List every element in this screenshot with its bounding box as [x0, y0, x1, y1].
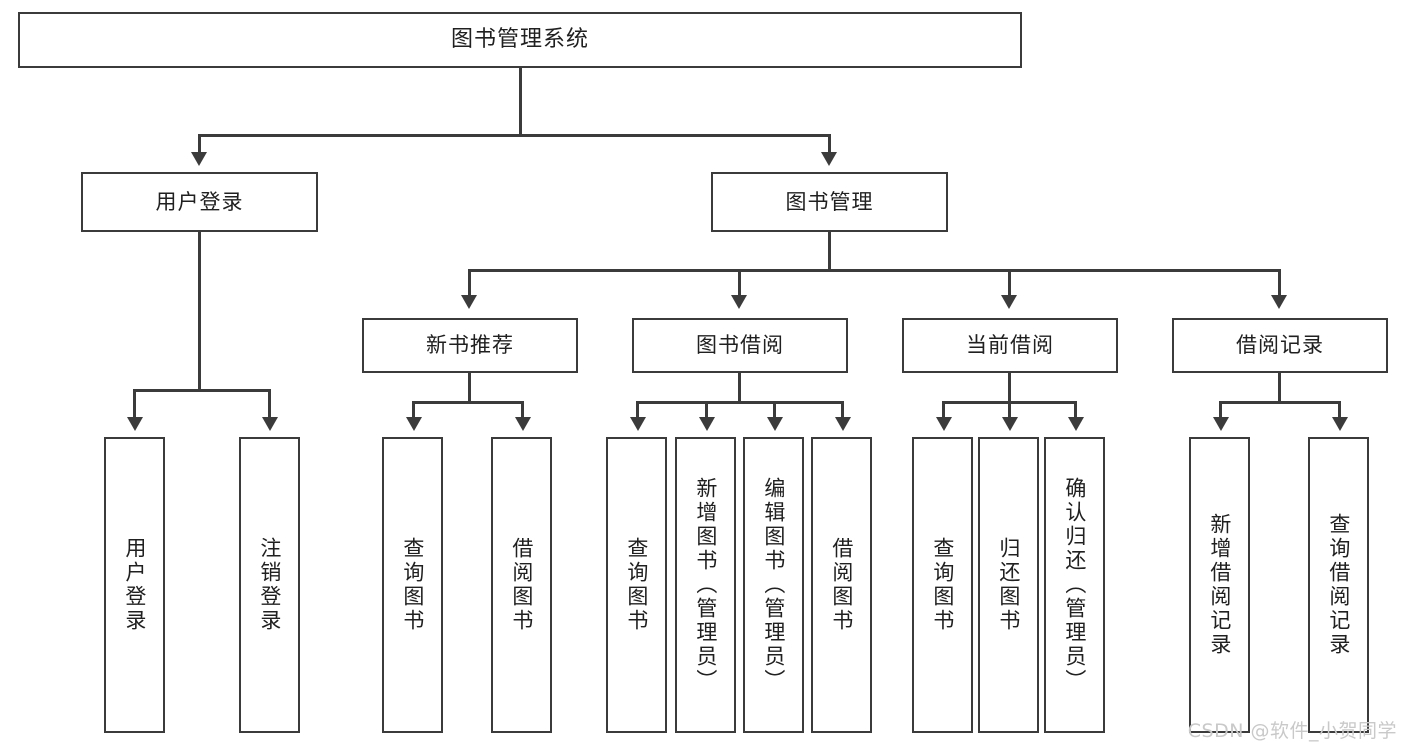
edge-borrow-to-l2: [705, 401, 708, 417]
leaf-borrow-book[interactable]: 借阅图书: [811, 437, 872, 733]
arrowhead-newbook-l2: [515, 417, 531, 431]
edge-newbook-down: [468, 373, 471, 403]
leaf-logout[interactable]: 注销登录: [239, 437, 300, 733]
edge-current-to-l3: [1074, 401, 1077, 417]
node-label: 图书管理系统: [450, 27, 589, 53]
node-label: 查询图书: [400, 537, 425, 633]
node-label: 当前借阅: [966, 333, 1054, 358]
node-label: 查询图书: [624, 537, 649, 633]
edge-bm-to-current: [1008, 269, 1011, 295]
node-label: 归还图书: [996, 537, 1021, 633]
edge-borrow-bus: [636, 401, 844, 404]
arrowhead-borrow-l4: [835, 417, 851, 431]
leaf-edit-book-admin[interactable]: 编辑图书（管理员）: [743, 437, 804, 733]
node-label: 查询借阅记录: [1326, 513, 1351, 657]
node-root-library-system[interactable]: 图书管理系统: [18, 12, 1022, 68]
edge-borrow-to-l4: [841, 401, 844, 417]
node-new-book-recommend[interactable]: 新书推荐: [362, 318, 578, 373]
leaf-query-book-current[interactable]: 查询图书: [912, 437, 973, 733]
arrowhead-newbook: [461, 295, 477, 309]
edge-records-to-l1: [1219, 401, 1222, 417]
edge-userlogin-bus: [133, 389, 271, 392]
node-label: 用户登录: [122, 537, 147, 633]
leaf-query-book-borrow[interactable]: 查询图书: [606, 437, 667, 733]
edge-root-to-user-login: [198, 134, 201, 152]
node-borrow-records[interactable]: 借阅记录: [1172, 318, 1388, 373]
arrowhead-borrow-l3: [767, 417, 783, 431]
leaf-add-borrow-record[interactable]: 新增借阅记录: [1189, 437, 1250, 733]
edge-current-to-l1: [942, 401, 945, 417]
node-label: 借阅图书: [829, 537, 854, 633]
node-label: 借阅记录: [1236, 333, 1324, 358]
arrowhead-current: [1001, 295, 1017, 309]
leaf-user-login[interactable]: 用户登录: [104, 437, 165, 733]
edge-bm-to-records: [1278, 269, 1281, 295]
edge-records-to-l2: [1338, 401, 1341, 417]
node-label: 图书管理: [785, 189, 874, 214]
node-label: 新增图书（管理员）: [693, 477, 718, 693]
node-label: 用户登录: [155, 189, 244, 214]
edge-newbook-bus: [412, 401, 524, 404]
node-label: 借阅图书: [509, 537, 534, 633]
edge-newbook-to-l1: [412, 401, 415, 417]
leaf-add-book-admin[interactable]: 新增图书（管理员）: [675, 437, 736, 733]
edge-root-to-book-manage: [828, 134, 831, 152]
arrowhead-borrow-l2: [699, 417, 715, 431]
arrowhead-book-manage: [821, 152, 837, 166]
arrowhead-leaf-user-login: [127, 417, 143, 431]
node-label: 图书借阅: [696, 333, 784, 358]
node-label: 新书推荐: [426, 333, 514, 358]
arrowhead-current-l1: [936, 417, 952, 431]
edge-root-bus: [198, 134, 831, 137]
edge-records-bus: [1219, 401, 1341, 404]
edge-bookmanage-bus: [468, 269, 1280, 272]
edge-current-down: [1008, 373, 1011, 403]
arrowhead-records: [1271, 295, 1287, 309]
edge-bm-to-newbook: [468, 269, 471, 295]
arrowhead-borrow-l1: [630, 417, 646, 431]
edge-borrow-to-l1: [636, 401, 639, 417]
node-book-borrow[interactable]: 图书借阅: [632, 318, 848, 373]
edge-bookmanage-down: [828, 232, 831, 272]
arrowhead-newbook-l1: [406, 417, 422, 431]
leaf-borrow-book-recommend[interactable]: 借阅图书: [491, 437, 552, 733]
leaf-return-book[interactable]: 归还图书: [978, 437, 1039, 733]
edge-borrow-down: [738, 373, 741, 403]
node-label: 注销登录: [257, 537, 282, 633]
node-label: 编辑图书（管理员）: [761, 477, 786, 693]
node-user-login[interactable]: 用户登录: [81, 172, 318, 232]
leaf-query-book-recommend[interactable]: 查询图书: [382, 437, 443, 733]
arrowhead-user-login: [191, 152, 207, 166]
edge-bm-to-borrow: [738, 269, 741, 295]
node-label: 确认归还（管理员）: [1062, 477, 1087, 693]
edge-newbook-to-l2: [521, 401, 524, 417]
edge-current-to-l2: [1008, 401, 1011, 417]
leaf-confirm-return-admin[interactable]: 确认归还（管理员）: [1044, 437, 1105, 733]
leaf-query-borrow-record[interactable]: 查询借阅记录: [1308, 437, 1369, 733]
node-book-management[interactable]: 图书管理: [711, 172, 948, 232]
node-current-borrow[interactable]: 当前借阅: [902, 318, 1118, 373]
node-label: 新增借阅记录: [1207, 513, 1232, 657]
edge-userlogin-down: [198, 232, 201, 392]
arrowhead-leaf-logout: [262, 417, 278, 431]
edge-userlogin-to-leaf1: [133, 389, 136, 417]
edge-userlogin-to-leaf2: [268, 389, 271, 417]
edge-root-down: [519, 68, 522, 136]
arrowhead-current-l2: [1002, 417, 1018, 431]
arrowhead-current-l3: [1068, 417, 1084, 431]
arrowhead-borrow: [731, 295, 747, 309]
arrowhead-records-l2: [1332, 417, 1348, 431]
node-label: 查询图书: [930, 537, 955, 633]
edge-records-down: [1278, 373, 1281, 403]
edge-borrow-to-l3: [773, 401, 776, 417]
csdn-watermark: CSDN @软件_小贺同学: [1187, 720, 1397, 742]
arrowhead-records-l1: [1213, 417, 1229, 431]
